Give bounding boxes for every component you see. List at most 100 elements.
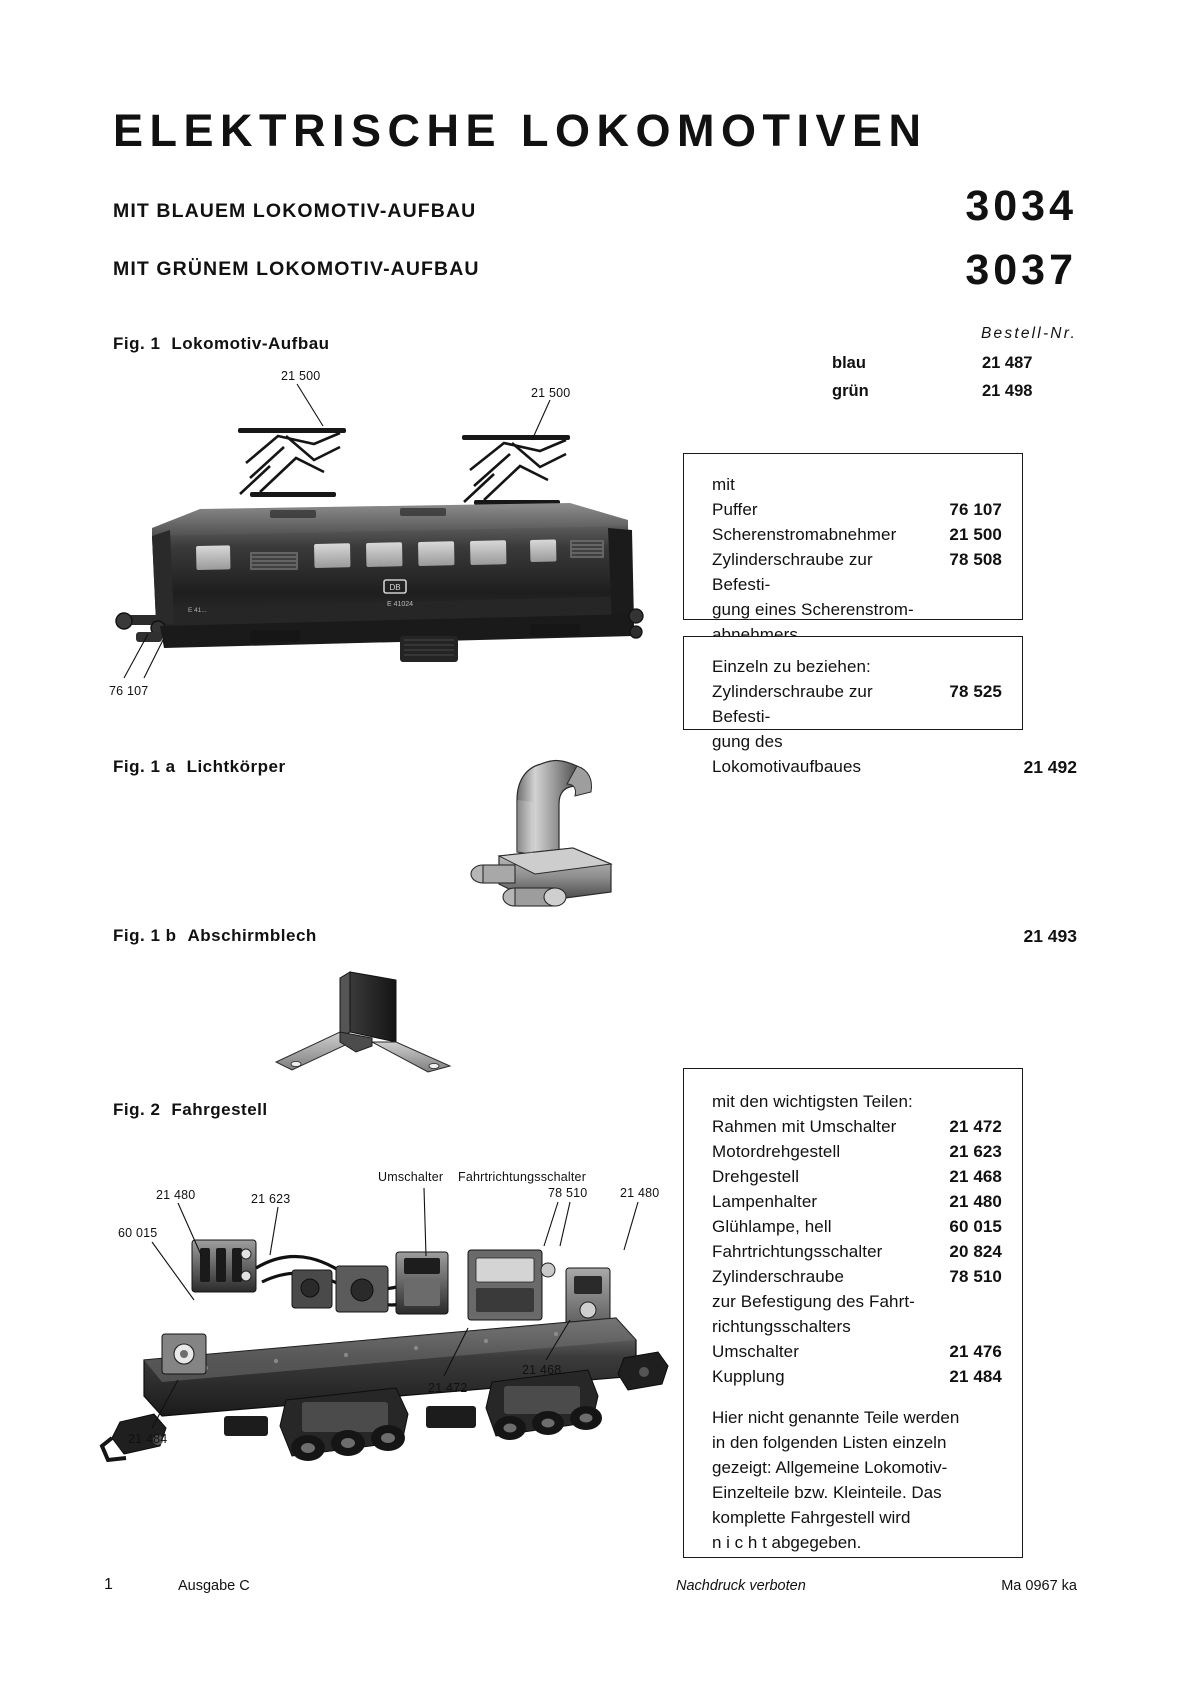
kupplung-right <box>617 1351 669 1391</box>
box-fahrgestell-note-line: n i c h t abgegeben. <box>712 1533 862 1552</box>
svg-text:E 41024: E 41024 <box>387 601 413 608</box>
box-mit-row: Scherenstromabnehmer 21 500 <box>712 522 1002 547</box>
order-label-blau: blau <box>832 354 866 372</box>
svg-text:DB: DB <box>389 583 400 592</box>
motordrehgestell <box>279 1387 409 1461</box>
callout-lampenhalter-right: 21 480 <box>620 1186 660 1200</box>
figure-1-locomotive-image: DB E 41024 E 41... <box>100 400 660 680</box>
callout-leader-pantograph-right <box>531 399 551 441</box>
box-mit-item-number: 76 107 <box>949 500 1002 519</box>
box-fahrgestell-row: Zylinderschraube 78 510 <box>712 1264 1002 1289</box>
callout-zylinderschraube: 78 510 <box>548 1186 588 1200</box>
figure-2-chassis-image <box>96 1210 676 1520</box>
figure-2-number: Fig. 2 <box>113 1100 161 1119</box>
box-fahrgestell-item-text: Umschalter <box>712 1342 799 1361</box>
bestell-nr-heading: Bestell-Nr. <box>981 325 1077 342</box>
box-fahrgestell-row: Drehgestell 21 468 <box>712 1164 1002 1189</box>
box-mit-row: Puffer 76 107 <box>712 497 1002 522</box>
edition-label: Ausgabe C <box>178 1578 250 1594</box>
figure-1b-number: Fig. 1 b <box>113 926 177 945</box>
figure-1-label: Lokomotiv-Aufbau <box>171 334 330 353</box>
box-fahrgestell-item-number: 60 015 <box>949 1217 1002 1236</box>
svg-text:E 41...: E 41... <box>188 607 207 614</box>
box-einzeln-intro-row: Einzeln zu beziehen: <box>712 654 1002 679</box>
order-number-gruen: 21 498 <box>982 382 1033 400</box>
box-fahrgestell-item-number: 21 468 <box>949 1167 1002 1186</box>
parts-box-einzeln: Einzeln zu beziehen: Zylinderschraube zu… <box>683 636 1023 776</box>
figure-1a-label: Lichtkörper <box>186 757 286 776</box>
box-mit-item-text: gung eines Scherenstrom- <box>712 600 914 619</box>
box-mit-item-text: Puffer <box>712 500 758 519</box>
box-fahrgestell-item-text: richtungsschalters <box>712 1317 851 1336</box>
order-label-gruen: grün <box>832 382 869 400</box>
copyright-notice: Nachdruck verboten <box>676 1578 806 1594</box>
callout-leader-buffer <box>123 633 165 679</box>
callout-umschalter: Umschalter <box>378 1170 444 1184</box>
model-number-3034: 3034 <box>965 182 1077 230</box>
callout-leader-kupplung <box>151 1379 179 1429</box>
callout-leader-lampenhalter-left <box>177 1202 203 1258</box>
callout-gluehlampe: 60 015 <box>118 1226 158 1240</box>
callout-buffer: 76 107 <box>109 684 149 698</box>
box-fahrgestell-item-number: 78 510 <box>949 1267 1002 1286</box>
figure-1b-part-number: 21 493 <box>1023 926 1077 946</box>
box-fahrgestell-row: Fahrtrichtungsschalter 20 824 <box>712 1239 1002 1264</box>
figure-1b-label: Abschirmblech <box>187 926 317 945</box>
box-fahrgestell-item-text: Lampenhalter <box>712 1192 818 1211</box>
box-fahrgestell-item-text: Motordrehgestell <box>712 1142 841 1161</box>
figure-1a-number: Fig. 1 a <box>113 757 176 776</box>
callout-lampenhalter-left: 21 480 <box>156 1188 196 1202</box>
callout-drehgestell: 21 468 <box>522 1363 562 1377</box>
box-mit-row: Zylinderschraube zur Befesti- 78 508 <box>712 547 1002 597</box>
box-fahrgestell-item-number: 21 623 <box>949 1142 1002 1161</box>
umschalter-part <box>395 1251 449 1315</box>
callout-pantograph-right: 21 500 <box>531 386 571 400</box>
box-fahrgestell-row: Umschalter 21 476 <box>712 1339 1002 1364</box>
box-fahrgestell-row: Lampenhalter 21 480 <box>712 1189 1002 1214</box>
parts-box-fahrgestell: mit den wichtigsten Teilen: Rahmen mit U… <box>683 1068 1023 1558</box>
figure-1b-caption: Fig. 1 b Abschirmblech <box>113 926 317 946</box>
box-fahrgestell-item-text: Glühlampe, hell <box>712 1217 832 1236</box>
box-fahrgestell-intro: mit den wichtigsten Teilen: <box>712 1092 913 1111</box>
subtitle-blue: MIT BLAUEM LOKOMOTIV-AUFBAU <box>113 200 477 222</box>
box-fahrgestell-intro-row: mit den wichtigsten Teilen: <box>712 1089 1002 1114</box>
model-number-3037: 3037 <box>965 246 1077 294</box>
box-mit-item-number: 21 500 <box>949 525 1002 544</box>
order-row-gruen: grün 21 498 <box>832 382 1077 401</box>
box-fahrgestell-row: Motordrehgestell 21 623 <box>712 1139 1002 1164</box>
fahrtrichtungsschalter-part <box>467 1249 556 1321</box>
order-row-blau: blau 21 487 <box>832 354 1077 373</box>
kupplung-left <box>99 1413 167 1463</box>
figure-1a-caption: Fig. 1 a Lichtkörper <box>113 757 286 777</box>
box-fahrgestell-item-text: zur Befestigung des Fahrt- <box>712 1292 915 1311</box>
figure-1a-lichtkoerper-image <box>455 752 655 932</box>
callout-rahmen: 21 472 <box>428 1381 468 1395</box>
box-einzeln-row: Zylinderschraube zur Befesti- 78 525 <box>712 679 1002 729</box>
callout-leader-zylinderschraube <box>543 1201 571 1247</box>
page-number: 1 <box>104 1576 113 1593</box>
callout-leader-pantograph-left <box>296 383 324 427</box>
order-number-blau: 21 487 <box>982 354 1033 372</box>
box-mit-row: gung eines Scherenstrom- <box>712 597 1002 622</box>
box-mit-intro: mit <box>712 475 735 494</box>
document-code: Ma 0967 ka <box>1001 1578 1077 1594</box>
box-fahrgestell-row: richtungsschalters <box>712 1314 1002 1339</box>
box-fahrgestell-item-number: 21 480 <box>949 1192 1002 1211</box>
box-fahrgestell-note-line: Einzelteile bzw. Kleinteile. Das <box>712 1483 942 1502</box>
box-fahrgestell-item-number: 21 472 <box>949 1117 1002 1136</box>
box-fahrgestell-note-line: gezeigt: Allgemeine Lokomotiv- <box>712 1458 948 1477</box>
callout-motordrehgestell: 21 623 <box>251 1192 291 1206</box>
box-einzeln-intro: Einzeln zu beziehen: <box>712 657 871 676</box>
callout-leader-lampenhalter-right <box>623 1201 639 1251</box>
box-einzeln-row: gung des Lokomotivaufbaues <box>712 729 1002 779</box>
callout-leader-gluehlampe <box>151 1241 195 1301</box>
callout-fahrtrichtungsschalter: Fahrtrichtungsschalter <box>458 1170 587 1184</box>
box-mit-intro-row: mit <box>712 472 1002 497</box>
callout-kupplung: 21 484 <box>128 1432 168 1446</box>
box-fahrgestell-note-line: komplette Fahrgestell wird <box>712 1508 911 1527</box>
box-einzeln-item-text: gung des Lokomotivaufbaues <box>712 732 862 776</box>
parts-box-mit: mit Puffer 76 107 Scherenstromabnehmer 2… <box>683 453 1023 644</box>
box-fahrgestell-row: Glühlampe, hell 60 015 <box>712 1214 1002 1239</box>
